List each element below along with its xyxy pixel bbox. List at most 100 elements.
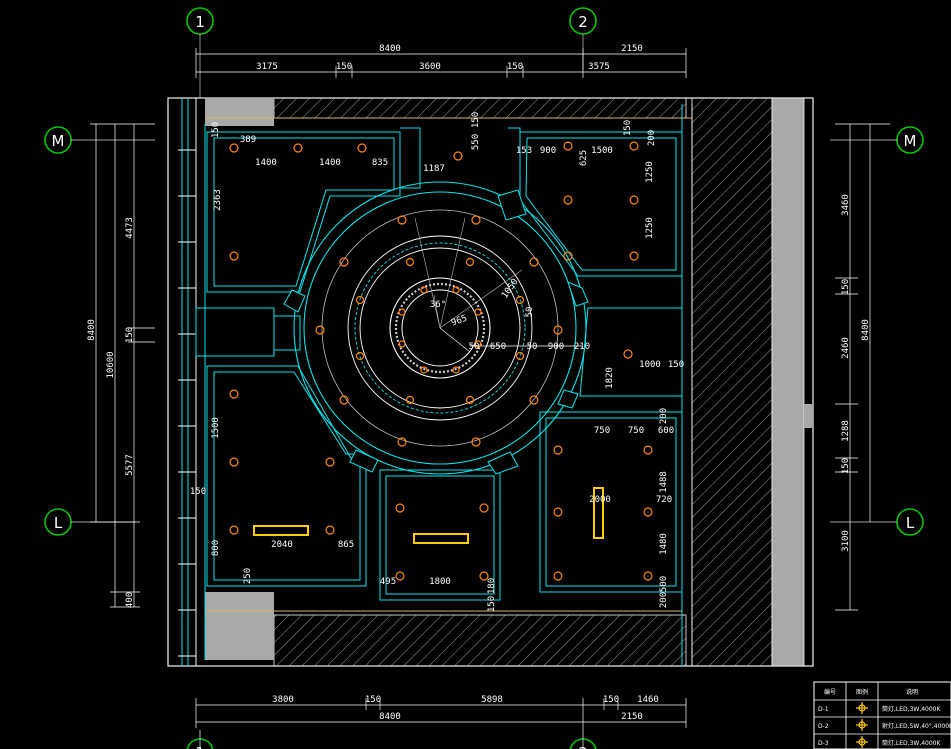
- room-dim-br-a: 750: [594, 426, 610, 436]
- room-dim-ring-d: 900: [548, 342, 564, 352]
- outer-walls: [167, 97, 814, 667]
- right-dim-overall: 8400: [861, 319, 871, 341]
- ceiling-panels: [195, 127, 683, 601]
- legend-row2-code: D-2: [818, 723, 829, 730]
- grid-tag-1: 1: [195, 13, 205, 31]
- top-dim-overall: 8400: [379, 44, 401, 54]
- room-dim-tr-a: 153: [516, 146, 532, 156]
- right-dim-seg-6: 3100: [841, 530, 851, 552]
- legend-table: 编号 图例 说明 D-1 D-2 D-3 筒灯,LED,3W,4000K 射灯,…: [813, 681, 951, 749]
- room-dim-tr-c: 1500: [591, 146, 613, 156]
- bottom-dim-seg-3: 5898: [481, 695, 503, 705]
- bottom-dim-overall: 8400: [379, 712, 401, 722]
- top-dim-seg-5: 3575: [588, 62, 610, 72]
- room-dim-tr-v2: 1250: [645, 217, 655, 239]
- right-dim-seg-5: 150: [841, 458, 851, 474]
- room-dim-ring-f: 50: [525, 307, 535, 318]
- recessed-light-icon: [856, 736, 868, 748]
- room-dim-mr-h: 1000: [639, 360, 661, 370]
- room-dim-br-d: 200: [659, 408, 669, 424]
- room-dim-notch-v: 550: [471, 134, 481, 150]
- room-dim-mr-s: 150: [668, 360, 684, 370]
- room-dim-tl-e: 150: [211, 122, 221, 138]
- room-dim-bl-v: 1500: [211, 417, 221, 439]
- central-dome: [293, 181, 587, 475]
- room-dim-notch: 1187: [423, 164, 445, 174]
- top-dim-seg-2: 150: [336, 62, 352, 72]
- left-dimension-lines: [90, 123, 155, 608]
- bottom-dimension-lines: [195, 698, 687, 749]
- grid-tag-l-left: L: [54, 514, 63, 532]
- legend-row1-code: D-1: [818, 706, 829, 713]
- left-dim-overall: 8400: [87, 319, 97, 341]
- legend-row3-code: D-3: [818, 740, 829, 747]
- light-fixtures: [253, 487, 604, 544]
- room-dim-bl-w: 2040: [271, 540, 293, 550]
- room-dim-tr-v1: 1250: [645, 161, 655, 183]
- room-dim-br-b: 750: [628, 426, 644, 436]
- grid-tag-m-left: M: [52, 132, 65, 150]
- spotlight-icon: [856, 719, 868, 731]
- downlights: [229, 141, 653, 581]
- top-dim-seg-4: 150: [507, 62, 523, 72]
- legend-header-icon: 图例: [856, 688, 868, 696]
- room-dim-ring-radius: 965: [450, 314, 469, 329]
- room-dim-bl-x: 865: [338, 540, 354, 550]
- left-dim-mid: 150: [125, 327, 135, 343]
- room-dim-br-v1: 1488: [659, 471, 669, 493]
- room-dim-bl-s: 150: [190, 487, 206, 497]
- room-dimensions: 1400 1400 835 389 150 2363 1187 550 150 …: [190, 112, 684, 612]
- room-dim-tl-c: 835: [372, 158, 388, 168]
- legend-row3-desc: 筒灯,LED,3W,4000K: [882, 739, 941, 747]
- grid-tag-l-right: L: [906, 514, 915, 532]
- right-dimension-lines: [835, 123, 890, 611]
- room-dim-tr-side: 200: [647, 130, 657, 146]
- right-dim-seg-1: 3460: [841, 194, 851, 216]
- room-dim-bc-z: 150: [487, 596, 497, 612]
- room-dim-bl-y: 250: [243, 568, 253, 584]
- bottom-dim-right-ext: 2150: [621, 712, 643, 722]
- room-dim-br-z: 500: [659, 576, 669, 592]
- room-dim-ring-c: 50: [527, 342, 538, 352]
- legend-row1-desc: 筒灯,LED,3W,4000K: [882, 705, 941, 713]
- downlight-icon: [856, 702, 868, 714]
- room-dim-tl-d: 389: [240, 135, 256, 145]
- right-dim-seg-2: 150: [841, 279, 851, 295]
- room-dim-bl-v2: 800: [211, 540, 221, 556]
- top-dim-seg-1: 3175: [256, 62, 278, 72]
- left-wall-ticks: [178, 149, 196, 657]
- legend-row2-desc: 射灯,LED,5W,40°,4000K: [882, 722, 951, 730]
- bottom-dim-seg-4: 150: [603, 695, 619, 705]
- legend-header-desc: 说明: [906, 688, 918, 696]
- room-dim-tr-e: 150: [623, 120, 633, 136]
- room-dim-ring-a: 50: [469, 342, 480, 352]
- corridor-links: [283, 189, 589, 475]
- room-dim-br-c: 600: [658, 426, 674, 436]
- bottom-dim-seg-5: 1460: [637, 695, 659, 705]
- room-dim-mr-v: 1820: [605, 367, 615, 389]
- room-dim-br-y: 200: [659, 592, 669, 608]
- bottom-dim-seg-1: 3800: [272, 695, 294, 705]
- room-dim-tl-a: 1400: [255, 158, 277, 168]
- room-dim-ring-b: 650: [490, 342, 506, 352]
- bottom-dim-seg-2: 150: [365, 695, 381, 705]
- top-dimension-lines: [195, 48, 687, 78]
- legend-header-code: 编号: [824, 688, 836, 696]
- room-dim-ring-e: 210: [574, 342, 590, 352]
- right-dim-seg-3: 2460: [841, 337, 851, 359]
- room-dim-bc-w: 1800: [429, 577, 451, 587]
- room-dim-br-v2: 1480: [659, 533, 669, 555]
- room-dim-tl-v: 2363: [213, 189, 223, 211]
- left-dim-base: 400: [125, 592, 135, 608]
- room-dim-tl-b: 1400: [319, 158, 341, 168]
- room-dim-tr-d: 625: [579, 150, 589, 166]
- left-dim-upper: 4473: [125, 217, 135, 239]
- room-dim-br-w: 2000: [589, 495, 611, 505]
- room-dim-bc-v: 180: [487, 578, 497, 594]
- left-dim-total: 10600: [106, 351, 116, 378]
- room-dim-tr-b: 900: [540, 146, 556, 156]
- room-dim-ring-angle: 36°: [430, 300, 446, 310]
- top-dim-right-ext: 2150: [621, 44, 643, 54]
- top-dim-seg-3: 3600: [419, 62, 441, 72]
